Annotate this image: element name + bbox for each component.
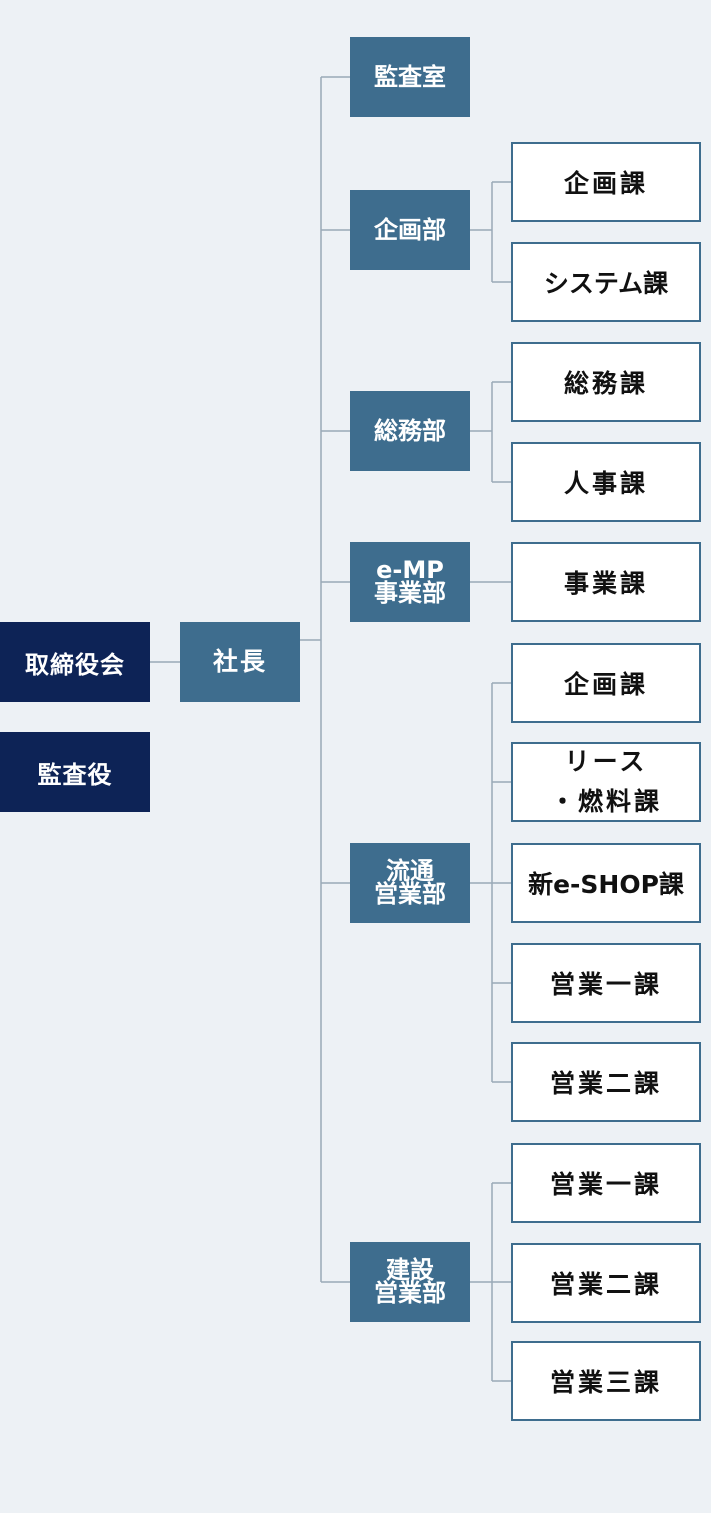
department-box: 建設 営業部 (350, 1242, 470, 1322)
section-label: 事業課 (563, 569, 648, 598)
auditor-box: 監査役 (0, 732, 150, 812)
section-box: 新e-SHOP課 (511, 843, 701, 923)
section-label: 総務課 (563, 369, 648, 398)
department-label: e-MP 事業部 (374, 556, 446, 607)
section-box: システム課 (511, 242, 701, 322)
department-label: 企画部 (374, 216, 446, 244)
section-label: 営業二課 (549, 1270, 662, 1299)
section-box: 事業課 (511, 542, 701, 622)
department-label: 建設 営業部 (374, 1256, 446, 1307)
department-label: 監査室 (374, 63, 446, 91)
department-label: 流通 営業部 (374, 857, 446, 908)
section-box: 総務課 (511, 342, 701, 422)
section-box: 人事課 (511, 442, 701, 522)
section-box: 営業一課 (511, 1143, 701, 1223)
department-box: 企画部 (350, 190, 470, 270)
section-box: 営業一課 (511, 943, 701, 1023)
section-box: 企画課 (511, 142, 701, 222)
section-label: 企画課 (563, 670, 648, 699)
section-label: システム課 (543, 269, 669, 298)
section-box: 営業二課 (511, 1243, 701, 1323)
section-label: 企画課 (563, 169, 648, 198)
section-box: 営業二課 (511, 1042, 701, 1122)
section-box: 企画課 (511, 643, 701, 723)
section-label: 営業三課 (549, 1368, 662, 1397)
section-label: 営業一課 (549, 970, 662, 999)
section-label: 営業一課 (549, 1170, 662, 1199)
department-label: 総務部 (374, 417, 446, 445)
section-box: リース ・燃料課 (511, 742, 701, 822)
section-label: 人事課 (563, 469, 648, 498)
auditor-label: 監査役 (37, 760, 113, 789)
board-label: 取締役会 (25, 650, 125, 679)
department-box: 監査室 (350, 37, 470, 117)
board-box: 取締役会 (0, 622, 150, 702)
section-box: 営業三課 (511, 1341, 701, 1421)
president-box: 社長 (180, 622, 300, 702)
department-box: e-MP 事業部 (350, 542, 470, 622)
section-label: 新e-SHOP課 (528, 870, 684, 899)
section-label: リース ・燃料課 (549, 747, 662, 816)
department-box: 流通 営業部 (350, 843, 470, 923)
president-label: 社長 (212, 647, 267, 676)
department-box: 総務部 (350, 391, 470, 471)
section-label: 営業二課 (549, 1069, 662, 1098)
